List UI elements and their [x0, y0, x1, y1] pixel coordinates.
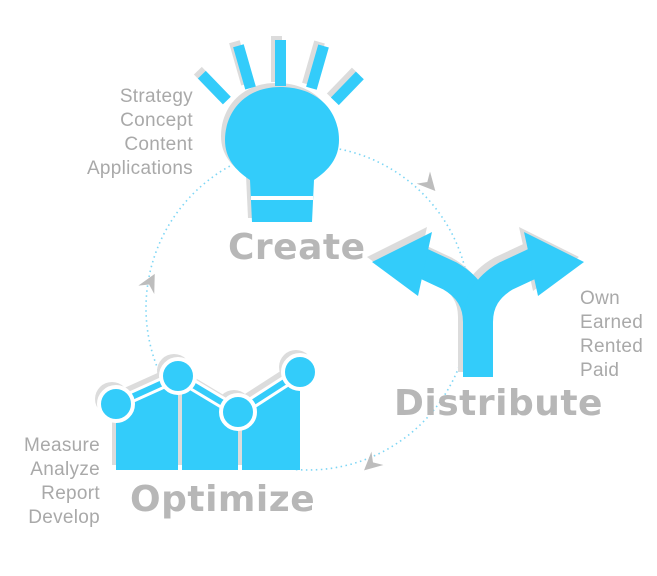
- list-item: Analyze: [30, 459, 100, 480]
- cycle-arrow-create-to-distribute: [416, 171, 436, 191]
- stage-title-optimize: Optimize: [130, 479, 316, 520]
- lightbulb-icon: [193, 36, 364, 222]
- list-item: Concept: [120, 110, 193, 131]
- distribute-items-list: Own Earned Rented Paid: [580, 287, 643, 383]
- list-item: Strategy: [119, 86, 193, 107]
- stage-title-create: Create: [228, 227, 366, 268]
- cycle-arrow-distribute-to-optimize: [364, 451, 384, 471]
- optimize-items-list: Measure Analyze Report Develop: [24, 434, 100, 530]
- list-item: Own: [580, 288, 620, 309]
- list-item: Rented: [580, 336, 644, 357]
- cycle-arrow-optimize-to-create: [138, 273, 155, 295]
- list-item: Develop: [28, 507, 100, 528]
- line-chart-icon: [95, 350, 319, 470]
- list-item: Measure: [23, 435, 100, 456]
- list-item: Paid: [580, 360, 620, 381]
- list-item: Report: [41, 483, 100, 504]
- list-item: Applications: [86, 158, 193, 179]
- list-item: Earned: [580, 312, 644, 333]
- create-items-list: Strategy Concept Content Applications: [87, 85, 193, 181]
- stage-title-distribute: Distribute: [394, 383, 603, 424]
- split-arrow-icon: [367, 227, 584, 377]
- list-item: Content: [124, 134, 193, 155]
